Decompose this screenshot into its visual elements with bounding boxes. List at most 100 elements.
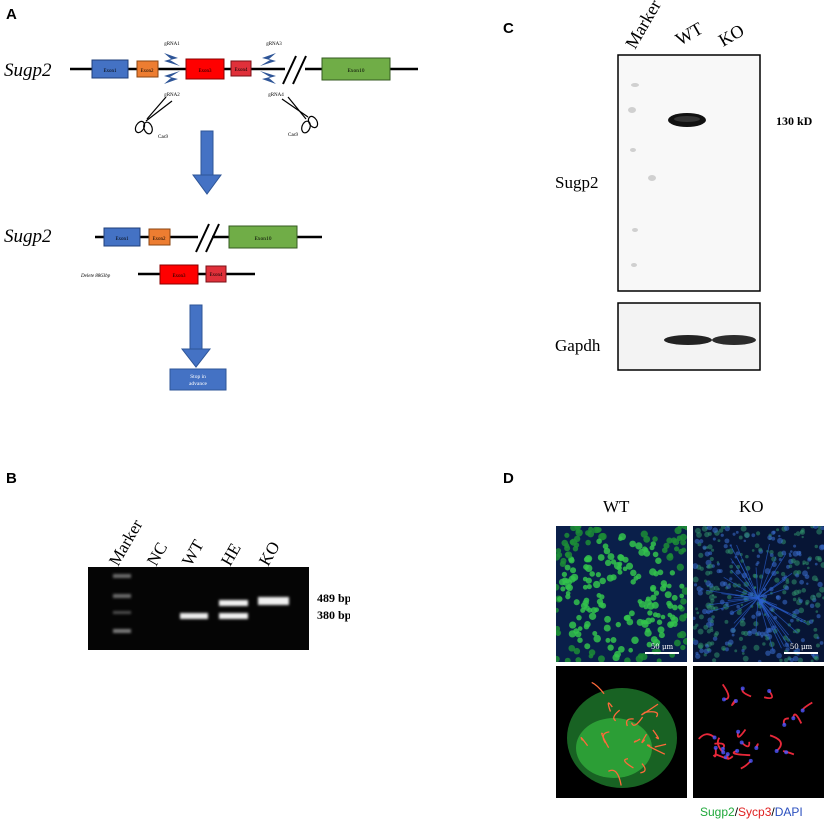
ko-nucleus xyxy=(698,552,704,558)
ko-nucleus xyxy=(822,596,824,600)
ko-nucleus xyxy=(693,625,697,630)
wt-nucleus xyxy=(617,561,623,567)
wt-nucleus xyxy=(664,591,672,599)
panel-b-gel: Marker NC WT HE KO 489 bp 380 bp xyxy=(88,516,350,650)
ko-nucleus xyxy=(758,547,763,552)
ko-nucleus xyxy=(693,639,699,646)
ko-nucleus xyxy=(712,527,718,533)
ko-nucleus xyxy=(787,623,791,627)
ko-nucleus xyxy=(799,579,804,585)
scissors-left-icon xyxy=(134,96,173,135)
ko-centromere xyxy=(767,689,772,694)
ko-nucleus xyxy=(707,526,713,531)
ko-nucleus xyxy=(707,531,712,536)
ko-centromere xyxy=(712,735,717,740)
ko-nucleus xyxy=(723,544,728,549)
ko-lumen-streak xyxy=(757,597,774,652)
exon2-box-top xyxy=(136,60,159,78)
ko-nucleus xyxy=(748,630,752,634)
ko-nucleus xyxy=(812,526,819,529)
scissors-right-icon xyxy=(281,96,319,134)
wt-nucleus xyxy=(667,552,674,558)
wt-nucleus xyxy=(629,540,637,548)
wt-nucleus xyxy=(682,637,687,645)
wt-nucleus xyxy=(649,545,655,551)
wt-nucleus xyxy=(606,574,614,582)
stop-in-advance-box xyxy=(169,368,227,391)
ko-nucleus xyxy=(753,644,760,651)
wt-nucleus xyxy=(656,619,663,625)
ko-nucleus xyxy=(729,564,733,569)
wt-nucleus xyxy=(650,541,657,547)
wt-sc-axis xyxy=(591,681,605,695)
wt-nucleus xyxy=(649,617,655,623)
ko-nucleus xyxy=(817,581,823,588)
grna2-label: gRNA2 xyxy=(164,93,180,98)
ko-nucleus xyxy=(802,560,806,564)
wt-nucleus xyxy=(659,585,667,592)
wt-nucleus xyxy=(585,539,591,546)
wt-nucleus xyxy=(681,526,687,530)
wt-nucleus xyxy=(622,556,629,563)
ko-centromere xyxy=(774,748,779,753)
ko-nucleus xyxy=(743,630,749,637)
ko-lumen-streak xyxy=(757,543,770,599)
wt-nucleus xyxy=(593,634,601,643)
ko-centromere xyxy=(713,745,718,750)
exon3-label-top: Exon3 xyxy=(198,69,212,74)
exon4-box-top xyxy=(230,60,252,77)
wt-nucleus xyxy=(646,641,653,648)
marker-band-1 xyxy=(113,574,131,578)
ko-nucleus xyxy=(816,643,820,648)
wt-nucleus xyxy=(667,612,673,618)
lane-label-marker: Marker xyxy=(105,516,147,569)
wt-nucleus xyxy=(568,644,576,652)
panel-d-letter: D xyxy=(503,470,514,487)
scale-bar-ko-label: 50 μm xyxy=(789,643,813,651)
wt-nucleus xyxy=(556,607,559,613)
stain-legend: Sugp2/Sycp3/DAPI xyxy=(700,805,803,819)
ko-nucleus xyxy=(726,526,730,528)
ko-nucleus xyxy=(790,618,794,623)
wt-nucleus xyxy=(604,559,612,567)
wt-nucleus xyxy=(599,594,605,600)
wt-sc-axis xyxy=(654,743,667,748)
ko-nucleus xyxy=(801,535,804,539)
ko-nucleus xyxy=(708,551,713,556)
ko-nucleus xyxy=(703,624,709,630)
wt-sc-axis xyxy=(613,709,621,722)
wt-nucleus xyxy=(672,604,678,611)
ko-nucleus xyxy=(695,653,701,659)
scale-bar-wt: 50 μm xyxy=(645,643,679,654)
ko-nucleus xyxy=(734,649,738,653)
ko-nucleus xyxy=(765,636,770,641)
ko-nucleus xyxy=(743,539,747,543)
ko-centromere xyxy=(782,722,787,727)
ko-nucleus xyxy=(743,531,750,538)
ko-lumen-streak xyxy=(730,597,759,615)
wt-nucleus xyxy=(680,598,687,605)
ko-centromere xyxy=(736,729,741,734)
ko-nucleus xyxy=(707,544,713,550)
wt-nucleus xyxy=(564,532,570,538)
wt-nucleus xyxy=(678,630,687,639)
panel-a-diagram: Exon1 Exon2 Exon3 Exon4 Exon10 gRNA1 gRN… xyxy=(70,42,418,391)
ko-lumen-streak xyxy=(757,597,798,634)
wt-nucleus xyxy=(681,547,687,553)
wt-sc-axis xyxy=(652,729,660,740)
ko-nucleus xyxy=(718,528,724,533)
ko-centromere xyxy=(725,752,730,757)
gene-break-mark-3 xyxy=(195,223,210,253)
ko-lumen-streak xyxy=(757,597,770,616)
wt-nucleus xyxy=(604,615,611,623)
down-arrow-2-shaft xyxy=(189,304,203,350)
wb-band-wt-gapdh xyxy=(664,335,712,345)
ko-nucleus xyxy=(808,619,814,624)
wt-nucleus xyxy=(679,533,687,541)
ko-nucleus xyxy=(784,526,790,531)
wt-nucleus xyxy=(607,644,614,651)
wt-nucleus xyxy=(557,596,563,602)
ko-nucleus xyxy=(791,579,797,585)
ko-nucleus xyxy=(709,621,714,627)
ko-nucleus xyxy=(791,591,797,597)
